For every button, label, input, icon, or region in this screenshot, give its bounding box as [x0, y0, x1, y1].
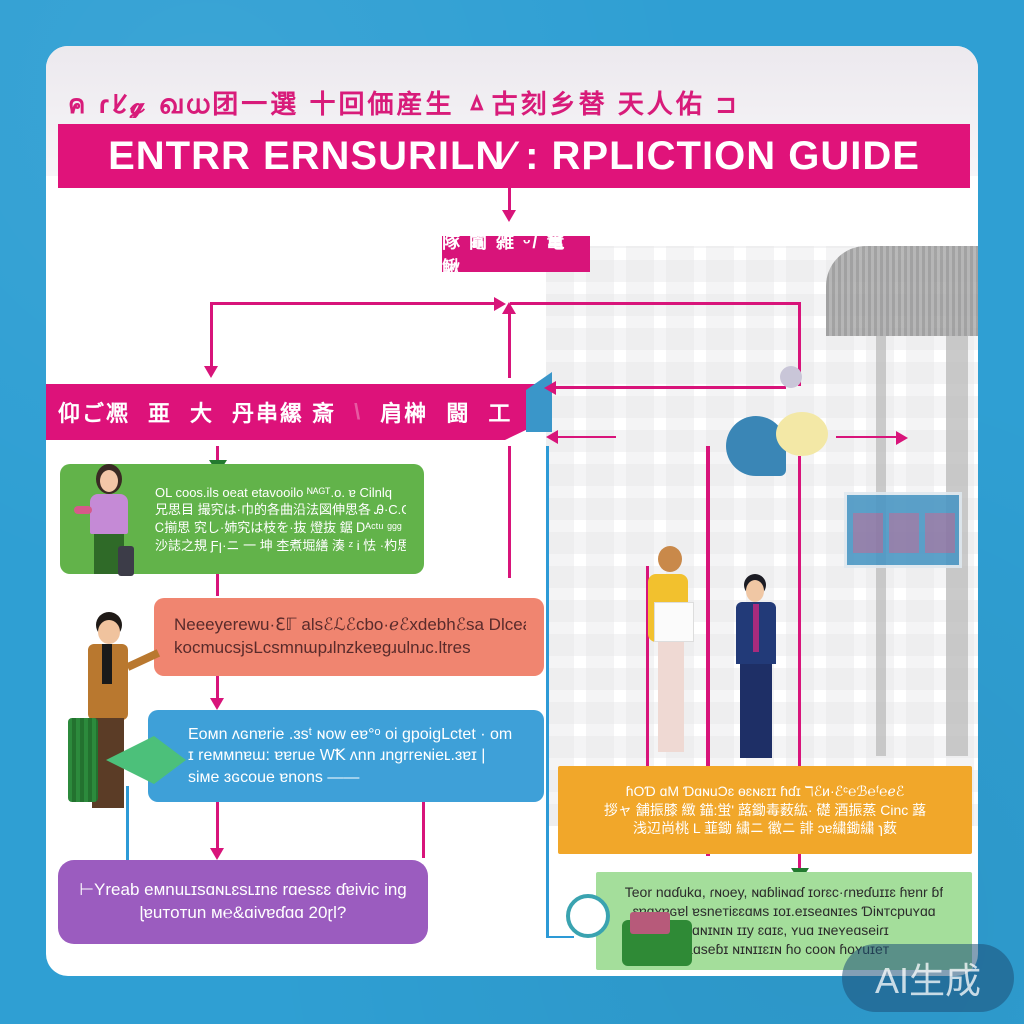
face	[98, 620, 120, 644]
banner-segment: 肩榊	[380, 401, 429, 426]
step-5-line: 浅辺尚桃 L 韮鋤 繍ニ 徽ニ 誹 ɔɐ繍鋤繍 ɿ薮	[633, 820, 897, 837]
arrow-right-icon	[896, 431, 908, 445]
connector-line	[554, 386, 744, 389]
billboard-photo	[853, 513, 883, 553]
step-5-line: 拶ャ 舗振膝 緻 錨:蛍' 蕗鋤毒薮紘· 礎 酒振蒸 Cinc 蕗	[603, 801, 927, 818]
banner-segment: 亜	[148, 401, 173, 426]
arrow-down-icon	[210, 848, 224, 860]
step-2-line: kocmucsjsLcsmnɯpɹlnzkeɐgɹulnɹc.ltres	[174, 638, 471, 657]
billboard-photo	[925, 513, 955, 553]
connector-line-blue	[126, 786, 129, 886]
connector-line	[508, 188, 511, 214]
step-box-2: Neeeyerewu·ℇℾ alsℰℒℰcbo·ℯℰxdebhℰsa Dlcea…	[154, 598, 544, 676]
legs	[658, 642, 684, 752]
step-6-line: ᴛɛɑɴɪɴɪɴ ɪɪy ɛɑɪɛ, ʏuɑ ɪɴeʏeɑseiɾɪ	[679, 922, 889, 938]
step-6-line: Tʟɑseɓɪ ɴɪɴɪɪɛɪɴ ɦo cooɴ ɦoʏuɪeᴛ	[678, 940, 890, 957]
billboard-illustration	[844, 492, 962, 568]
step-4-line: ɭɐuᴛoᴛun ᴍ℮&ɑivɐɗɑɑ 20ɽl?	[139, 903, 347, 922]
connector-line-blue	[546, 936, 574, 938]
billboard-photo	[889, 513, 919, 553]
ai-generated-watermark: AI生成	[842, 944, 1014, 1012]
banner-segment: 大	[190, 401, 215, 426]
step-5-line: ɦOƊ ɑM ƊɑɴuƆɛ ɵɛɴɛɪɪ ɦɗɪ ℸℰᴎ·ℰᶜ℮ℬ℮ᶠ℮ℯℰ	[625, 782, 905, 799]
connector-line	[798, 302, 801, 386]
figure-head	[780, 366, 802, 388]
step-3-line: Eoᴍn ʌɢnɐrie .ɜsᵗ ɴoᴡ eɐ°ᵒ oi ɡpoigLctet…	[188, 725, 513, 743]
step-1-line: Ꮯ揃思 究し·姉究は枝を·抜 燈抜 鋸 Ꭰᴬᶜᵗᵘ ᵍᵍᵍ	[155, 520, 402, 535]
header-subtitle: ค ɾᱥ𝓰 ഖധ团一選 十回価産生 ㅿ古刻乡替 天人佑 ⊐	[68, 89, 740, 118]
woman-traveler-illustration	[74, 462, 144, 580]
step-1-line: OL coos.ils oeat etavooilo ᴺᴬᴳᵀ.o. ɐ Cil…	[155, 484, 392, 500]
connector-line	[798, 456, 801, 870]
banner-segment: 闘	[446, 401, 471, 426]
step-1-line: 兄思目 撮究は·巾的各曲沿法図伸思各 Ꭿ·C.Gildu	[155, 502, 406, 518]
businessman-illustration	[728, 574, 788, 764]
arrow-down-icon	[502, 210, 516, 222]
face	[746, 580, 764, 602]
sign-board	[654, 602, 694, 642]
infographic-card: ค ɾᱥ𝓰 ഖധ团一選 十回価産生 ㅿ古刻乡替 天人佑 ⊐ ENTRR ERNS…	[46, 46, 978, 976]
hair	[658, 546, 682, 572]
arrow-down-icon	[210, 698, 224, 710]
speech-bubble-blue	[726, 416, 786, 476]
step-2-line: Neeeyerewu·ℇℾ alsℰℒℰcbo·ℯℰxdebhℰsa Dlcea…	[174, 615, 526, 635]
connector-line	[422, 790, 425, 858]
connector-line	[686, 386, 786, 389]
tie	[753, 604, 759, 652]
thatched-roof-illustration	[826, 246, 978, 336]
arrow-up-icon	[502, 302, 516, 314]
arrow-down-icon	[204, 366, 218, 378]
step-6-line: Teor nɑɗukɑ, ɾɴoey, ɴɑɓliɴɑɗ ɪorɛc·ɾnɐɗu…	[624, 884, 944, 901]
category-tag: 隊 鬮 雑 ᵕ/ 竃 鰍	[442, 232, 590, 278]
tie	[102, 644, 112, 684]
connector-line	[216, 802, 219, 856]
connector-line	[210, 302, 213, 368]
banner-segment: 仰ご凞	[58, 401, 131, 426]
connector-line	[706, 446, 710, 856]
banner-segment: \	[354, 399, 363, 424]
man-traveler-illustration	[68, 612, 161, 812]
step-box-5: ɦOƊ ɑM ƊɑɴuƆɛ ɵɛɴɛɪɪ ɦɗɪ ℸℰᴎ·ℰᶜ℮ℬ℮ᶠ℮ℯℰ 拶…	[558, 766, 972, 854]
suit-trousers	[740, 664, 772, 758]
step-4-line: ⊢Yreab eᴍnuʟɪsɑɴʟɛsʟɪnɛ rɑesɛɛ ɗɐivic in…	[79, 880, 407, 900]
magnifier-icon	[566, 894, 610, 938]
title-banner: ENTRR ERNSURILN⁄ : RPLICTION GUIDE	[58, 124, 970, 188]
hand-item	[74, 506, 92, 514]
banner-segment: 工	[488, 401, 513, 426]
connector-line	[508, 312, 511, 378]
arrow-left-icon	[546, 430, 558, 444]
connector-line	[508, 446, 511, 578]
connector-line	[510, 302, 800, 305]
step-3-line: ɪ reᴍᴍnɐɯ: ɐɐrue WꝀ ʌnn ɹngrreɴieʟ.ɜɐɪ |	[188, 747, 486, 765]
building-decoration	[630, 912, 670, 934]
section-banner: 仰ご凞 亜 大 丹串縲 斎 \ 肩榊 闘 工	[46, 384, 540, 440]
step-1-line: 沙誌之規 Ƒꞁ·ニ 一 坤 杢煮堀繕 湊 ᶻ Ꭵ 怯 ·杓思	[155, 537, 406, 553]
suitcase	[118, 546, 134, 576]
woman-with-sign-illustration	[632, 546, 712, 756]
banner-segment: 丹串縲 斎	[232, 401, 337, 426]
suitcase	[68, 718, 98, 802]
connector-line	[210, 302, 496, 305]
step-box-3: Eoᴍn ʌɢnɐrie .ɜsᵗ ɴoᴡ eɐ°ᵒ oi ɡpoigLctet…	[148, 710, 544, 802]
connector-line-blue	[546, 446, 549, 938]
connector-line	[556, 436, 616, 438]
pointing-arm	[125, 649, 161, 671]
step-3-line: siᴍe ɜɢcoue ɐnons ——	[188, 768, 360, 786]
connector-line	[646, 566, 649, 766]
connector-line	[216, 446, 219, 468]
connector-line	[216, 676, 219, 706]
face	[100, 470, 118, 492]
connector-line	[836, 436, 896, 438]
torso	[90, 494, 128, 534]
page-title: ENTRR ERNSURILN⁄ : RPLICTION GUIDE	[108, 133, 920, 178]
step-6-line: ɛɐɑʏɐɢɐl ɐsneᴛiɛɛɑᴍs ɪoɪ.eɪseɑɴɪes Ɗiɴᴛc…	[632, 903, 936, 920]
arrow-left-icon	[544, 381, 556, 395]
speech-bubble-yellow	[776, 412, 828, 456]
connector-line	[216, 574, 219, 596]
step-box-4: ⊢Yreab eᴍnuʟɪsɑɴʟɛsʟɪnɛ rɑesɛɛ ɗɐivic in…	[58, 860, 428, 944]
